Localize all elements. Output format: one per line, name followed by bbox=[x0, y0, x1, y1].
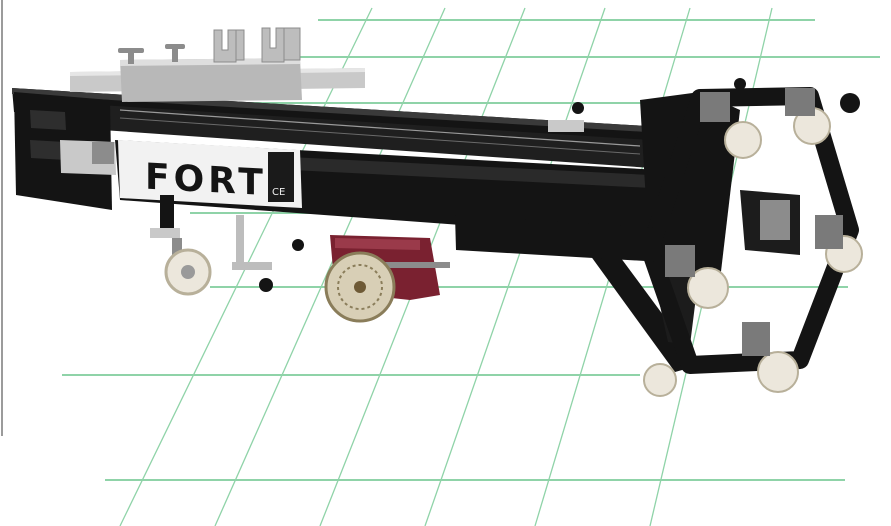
rear-leg bbox=[150, 195, 304, 296]
steel-slider bbox=[120, 58, 302, 102]
inner-tube bbox=[100, 105, 652, 168]
caster-wheel-6 bbox=[643, 363, 677, 397]
u-brackets bbox=[213, 27, 301, 63]
front-knob bbox=[840, 93, 860, 113]
lower-tube bbox=[455, 215, 662, 262]
caster-wheel-5 bbox=[757, 351, 799, 393]
brand-panel bbox=[118, 140, 302, 208]
lift-machine: FORT CE bbox=[12, 27, 863, 397]
clamp-knobs bbox=[118, 44, 185, 64]
plate-label: CE bbox=[272, 187, 285, 198]
caster-wheel-4 bbox=[687, 267, 729, 309]
front-casters bbox=[643, 78, 863, 397]
winch bbox=[324, 235, 450, 323]
caster-wheel-1 bbox=[724, 121, 762, 159]
top-knob bbox=[572, 102, 584, 114]
